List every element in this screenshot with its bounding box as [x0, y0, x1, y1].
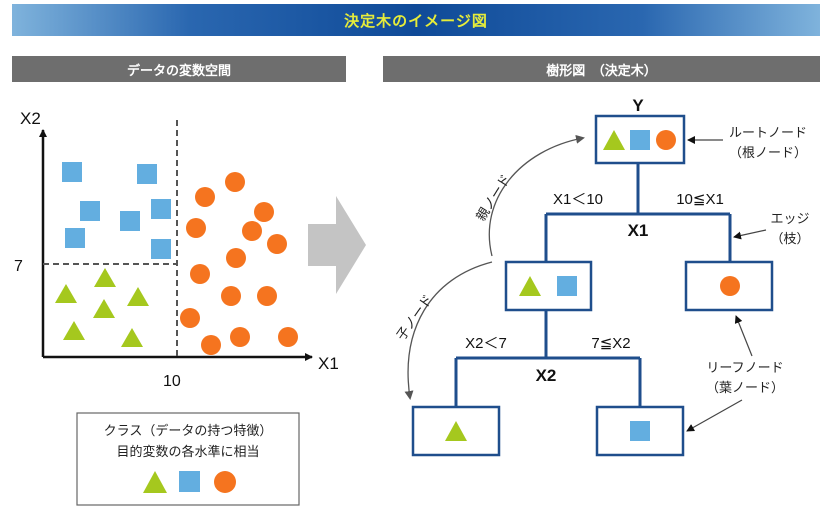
circle-point [242, 221, 262, 241]
circle-point [257, 286, 277, 306]
circle-point [226, 248, 246, 268]
circle-icon [720, 276, 740, 296]
circle-point [225, 172, 245, 192]
tree-edges [454, 163, 732, 407]
circle-points [180, 172, 298, 355]
leaf-node-square [595, 405, 685, 457]
square-points [62, 162, 171, 259]
leaf-node-sublabel: （葉ノード） [706, 381, 784, 396]
triangle-icon [445, 421, 467, 441]
square-point [80, 201, 100, 221]
edge-condition-left-1: X1＜10 [553, 191, 603, 208]
parent-node-arrow [488, 134, 585, 257]
transform-arrow-icon [308, 196, 366, 294]
root-label: Y [632, 96, 644, 115]
leaf-node-circle [684, 260, 774, 312]
node-x2-label: X2 [536, 366, 557, 385]
y-axis-label: X2 [20, 109, 41, 128]
y-threshold-label: 7 [14, 258, 23, 275]
legend-line-2: 目的変数の各水準に相当 [116, 444, 259, 460]
legend-square-icon [179, 471, 200, 492]
edge-condition-left-2: X2＜7 [465, 335, 507, 352]
legend-circle-icon [214, 471, 236, 493]
circle-point [201, 335, 221, 355]
square-icon [557, 276, 577, 296]
root-node [594, 114, 686, 165]
triangle-icon [603, 130, 625, 150]
parent-node-label: 親ノード [474, 172, 514, 224]
decision-tree: Y X1 X2 X1＜10 10≦X1 X2＜7 7≦X2 [411, 96, 774, 457]
class-legend: クラス（データの持つ特徴） 目的変数の各水準に相当 [76, 412, 300, 506]
circle-point [267, 234, 287, 254]
node-x1-label: X1 [628, 221, 649, 240]
child-node-label: 子ノード [394, 292, 436, 343]
circle-point [230, 327, 250, 347]
square-point [62, 162, 82, 182]
child-node-arrow [404, 261, 493, 400]
title-banner: 決定木のイメージ図 [12, 4, 820, 36]
legend-line-1: クラス（データの持つ特徴） [104, 423, 273, 439]
edge-condition-right-2: 7≦X2 [591, 335, 630, 352]
left-panel-header: データの変数空間 [12, 56, 346, 82]
root-node-sublabel: （根ノード） [729, 146, 807, 161]
leaf-node-triangle [411, 405, 501, 457]
triangle-points [55, 268, 149, 347]
circle-point [254, 202, 274, 222]
edge-condition-right-1: 10≦X1 [676, 191, 724, 208]
square-point [120, 211, 140, 231]
root-node-label: ルートノード [729, 126, 807, 141]
square-icon [630, 421, 650, 441]
triangle-icon [519, 276, 541, 296]
triangle-point [93, 299, 115, 318]
node-x1-left [504, 260, 593, 312]
triangle-point [121, 328, 143, 347]
circle-point [190, 264, 210, 284]
triangle-point [127, 287, 149, 306]
legend-triangle-icon [143, 471, 167, 493]
square-point [151, 239, 171, 259]
page-title: 決定木のイメージ図 [344, 11, 488, 30]
triangle-point [63, 321, 85, 340]
circle-icon [656, 130, 676, 150]
circle-point [186, 218, 206, 238]
square-point [65, 228, 85, 248]
circle-point [221, 286, 241, 306]
triangle-point [55, 284, 77, 303]
right-panel-header: 樹形図 （決定木） [383, 56, 820, 82]
circle-point [195, 187, 215, 207]
edge-sublabel: （枝） [770, 232, 809, 247]
square-point [151, 199, 171, 219]
scatter-plot: X2 X1 7 10 [14, 109, 339, 390]
triangle-point [94, 268, 116, 287]
circle-point [180, 308, 200, 328]
edge-label: エッジ [770, 212, 809, 227]
square-point [137, 164, 157, 184]
leaf-node-label: リーフノード [706, 361, 783, 376]
x-axis-label: X1 [318, 354, 339, 373]
circle-point [278, 327, 298, 347]
square-icon [630, 130, 650, 150]
x-threshold-label: 10 [163, 373, 181, 390]
